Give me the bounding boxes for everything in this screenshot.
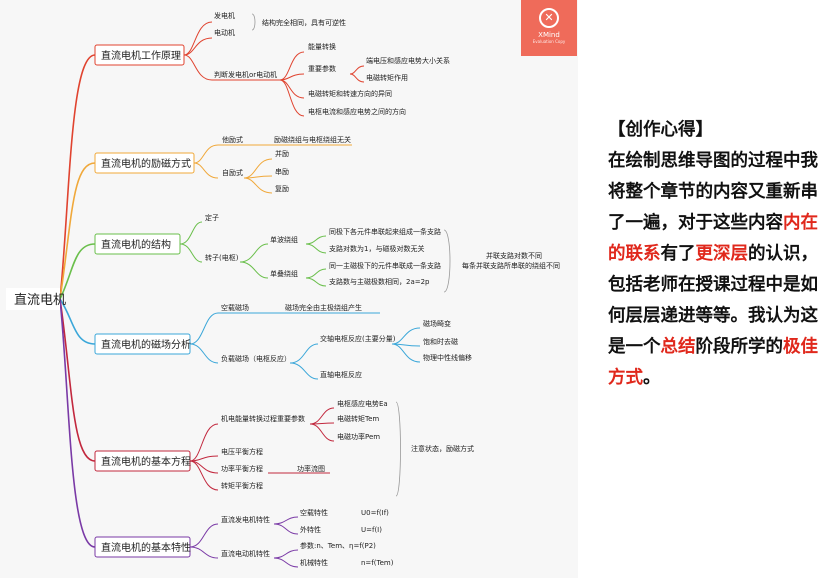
- node: 电磁转矩作用: [366, 73, 408, 82]
- node: 支路对数为1，与磁极对数无关: [329, 244, 424, 253]
- node: 电磁转矩Tem: [337, 414, 379, 423]
- node: 注意状态，励磁方式: [411, 444, 474, 453]
- node: 电动机: [214, 28, 235, 37]
- node: 判断发电机or电动机: [214, 70, 277, 79]
- node: 单叠绕组: [270, 269, 298, 278]
- xmind-logo-icon: ✕: [539, 8, 559, 28]
- node: 参数:n、Tem、η=f(P2): [300, 541, 376, 550]
- node: 机电能量转换过程重要参数: [221, 414, 305, 423]
- watermark-sub: Evaluation Copy: [532, 39, 566, 44]
- xmind-watermark: ✕ XMind Evaluation Copy: [521, 0, 577, 56]
- note-highlight: 内在的联系: [608, 213, 818, 264]
- node: 电枢感应电势Ea: [337, 399, 388, 408]
- node: 直轴电枢反应: [320, 370, 362, 379]
- node: 端电压和感应电势大小关系: [366, 56, 450, 65]
- branch-excitation: 直流电机的励磁方式: [101, 157, 191, 170]
- node: 电磁转矩和转速方向的异同: [308, 89, 392, 98]
- note-highlight: 更深层: [695, 244, 749, 264]
- node: 直流电动机特性: [221, 549, 270, 558]
- node: 磁场畸变: [423, 319, 451, 328]
- node: 直流发电机特性: [221, 515, 270, 524]
- node: 功率平衡方程: [221, 464, 263, 473]
- mindmap-canvas: 直流电机 直流电机工作原理 直流电机的励磁方式 直流电机的结构 直流电机的磁场分…: [14, 11, 560, 568]
- node: 支路数与主磁极数相同，2a=2p: [329, 277, 430, 286]
- node: 电枢电流和感应电势之间的方向: [308, 107, 406, 116]
- node: 结构完全相同，具有可逆性: [262, 18, 346, 27]
- node: 外特性: [300, 525, 321, 534]
- note-highlight: 极佳方式: [608, 337, 818, 388]
- note-text: 在绘制思维导图的过程中我将整个章节的内容又重新串了一遍，对于这些内容: [608, 151, 818, 233]
- node: 单波绕组: [270, 235, 298, 244]
- node: 每条并联支路所串联的绕组不同: [462, 261, 560, 270]
- mindmap-svg: 直流电机 直流电机工作原理 直流电机的励磁方式 直流电机的结构 直流电机的磁场分…: [14, 11, 560, 568]
- node: 他励式: [222, 135, 243, 144]
- note-highlight: 总结: [660, 337, 696, 357]
- node: 复励: [275, 184, 289, 193]
- node: 同极下各元件串联起来组成一条支路: [329, 227, 441, 236]
- node: 励磁绕组与电枢绕组无关: [274, 135, 351, 144]
- branch-characteristics: 直流电机的基本特性: [101, 541, 191, 554]
- branch-equations: 直流电机的基本方程: [101, 455, 191, 468]
- note-text: 。: [643, 368, 661, 388]
- note-body: 在绘制思维导图的过程中我将整个章节的内容又重新串了一遍，对于这些内容内在的联系有…: [608, 146, 830, 394]
- node: 定子: [205, 213, 219, 222]
- node: 重要参数: [308, 64, 336, 73]
- reflection-note: 【创作心得】 在绘制思维导图的过程中我将整个章节的内容又重新串了一遍，对于这些内…: [608, 115, 830, 394]
- node: U0=f(If): [361, 509, 389, 517]
- note-heading: 【创作心得】: [608, 120, 713, 140]
- node: 并联支路对数不同: [486, 251, 542, 260]
- node: 物理中性线偏移: [423, 353, 472, 362]
- branch-working-principle: 直流电机工作原理: [101, 49, 181, 62]
- note-text: 的认识，包括老师在授课过程中是如何层层递进等等。我认为这是一个: [608, 244, 818, 357]
- node: 电磁功率Pem: [337, 432, 380, 441]
- note-text: 有了: [660, 244, 696, 264]
- root-node: 直流电机: [14, 293, 66, 308]
- node: 电压平衡方程: [221, 447, 263, 456]
- node: 转矩平衡方程: [221, 481, 263, 490]
- node: 交轴电枢反应(主要分量): [320, 334, 396, 343]
- node: 并励: [275, 149, 289, 158]
- node: 自励式: [222, 168, 243, 177]
- node: n=f(Tem): [361, 559, 394, 567]
- node: 饱和时去磁: [423, 337, 458, 346]
- branch-magnetic-field: 直流电机的磁场分析: [101, 338, 191, 351]
- note-text: 阶段所学的: [695, 337, 784, 357]
- node: 磁场完全由主极绕组产生: [285, 303, 362, 312]
- node: U=f(I): [361, 526, 382, 534]
- node: 负载磁场（电枢反应）: [221, 354, 291, 363]
- node: 能量转换: [308, 42, 336, 51]
- node: 发电机: [214, 11, 235, 20]
- node: 串励: [275, 168, 289, 176]
- node: 空载特性: [300, 508, 328, 517]
- watermark-name: XMind: [538, 31, 560, 39]
- node: 机械特性: [300, 558, 328, 567]
- node: 同一主磁极下的元件串联成一条支路: [329, 261, 441, 270]
- node: 空载磁场: [221, 303, 249, 312]
- branch-structure: 直流电机的结构: [101, 238, 171, 251]
- node: 转子(电枢): [205, 253, 239, 262]
- node: 功率流图: [297, 464, 325, 473]
